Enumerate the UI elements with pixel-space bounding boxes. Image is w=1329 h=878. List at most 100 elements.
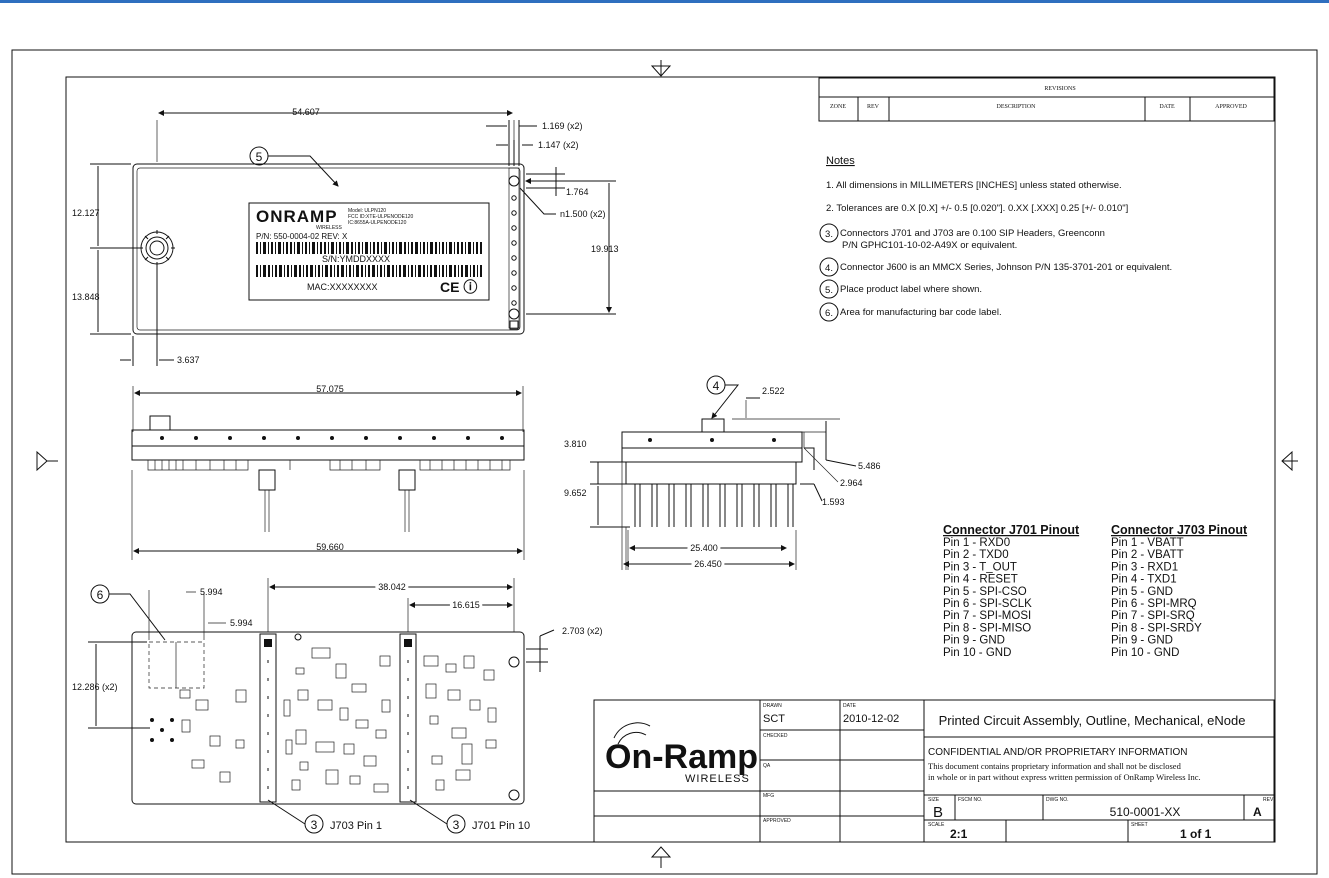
svg-text:DATE: DATE xyxy=(1159,104,1175,110)
svg-text:DWG NO.: DWG NO. xyxy=(1046,797,1069,803)
j701-pin-5: Pin 5 - SPI-CSO xyxy=(943,586,1027,598)
j701-pin-6: Pin 6 - SPI-SCLK xyxy=(943,598,1032,610)
top-view: ONRAMP WIRELESS Model: ULPN120 FCC ID:XT… xyxy=(72,107,619,366)
svg-text:On-Ramp: On-Ramp xyxy=(605,738,758,776)
svg-text:4.: 4. xyxy=(825,263,833,274)
top-center-mark xyxy=(650,60,672,77)
mmcx-side xyxy=(149,415,171,431)
j703-title: Connector J703 Pinout xyxy=(1111,523,1248,537)
j701-pin10-label: J701 Pin 10 xyxy=(472,820,530,832)
svg-text:12.127: 12.127 xyxy=(72,208,100,218)
svg-text:3: 3 xyxy=(311,818,318,832)
svg-text:2.964: 2.964 xyxy=(840,478,863,488)
svg-text:P/N GPHC101-10-02-A49X or equi: P/N GPHC101-10-02-A49X or equivalent. xyxy=(842,240,1017,251)
svg-text:DESCRIPTION: DESCRIPTION xyxy=(996,104,1036,110)
svg-text:2.522: 2.522 xyxy=(762,386,785,396)
svg-text:REV: REV xyxy=(867,104,880,110)
j701-pin-7: Pin 7 - SPI-MOSI xyxy=(943,610,1031,622)
svg-text:CONFIDENTIAL AND/OR PROPRIETAR: CONFIDENTIAL AND/OR PROPRIETARY INFORMAT… xyxy=(928,747,1187,758)
svg-text:n1.500 (x2): n1.500 (x2) xyxy=(560,209,606,219)
j703-pin-1: Pin 1 - VBATT xyxy=(1111,537,1184,549)
drawing-title: Printed Circuit Assembly, Outline, Mecha… xyxy=(939,713,1246,728)
label-sn: S/N:YMDDXXXX xyxy=(322,254,390,264)
svg-text:CHECKED: CHECKED xyxy=(763,733,788,739)
svg-text:Place product label where sho: Place product label where shown. xyxy=(840,284,982,295)
svg-text:1 of 1: 1 of 1 xyxy=(1180,827,1212,841)
header-column-top xyxy=(508,167,520,330)
svg-text:4: 4 xyxy=(713,379,720,393)
svg-text:in whole or in part without ex: in whole or in part without express writ… xyxy=(928,772,1201,782)
svg-text:1. All dimensions in MILLIMET: 1. All dimensions in MILLIMETERS [INCHES… xyxy=(826,180,1122,191)
j701-pin-3: Pin 3 - T_OUT xyxy=(943,561,1017,573)
j701-pin-10: Pin 10 - GND xyxy=(943,647,1011,659)
j703-pin-8: Pin 8 - SPI-SRDY xyxy=(1111,622,1202,634)
svg-text:3.: 3. xyxy=(825,229,833,240)
j703-pin-6: Pin 6 - SPI-MRQ xyxy=(1111,598,1197,610)
svg-text:DRAWN: DRAWN xyxy=(763,703,782,709)
svg-text:SHEET: SHEET xyxy=(1131,822,1148,828)
svg-text:Connectors J701 and J703 are 0: Connectors J701 and J703 are 0.100 SIP H… xyxy=(840,228,1105,239)
svg-text:Notes: Notes xyxy=(826,155,855,167)
left-center-mark xyxy=(36,450,58,472)
bottom-center-mark xyxy=(650,846,672,868)
svg-text:B: B xyxy=(933,804,943,821)
svg-text:3.637: 3.637 xyxy=(177,355,200,365)
barcode-1 xyxy=(256,242,482,254)
title-block: On-Ramp WIRELESS DRAWN SCT DATE 2010-12-… xyxy=(593,699,1275,843)
j701-pin-4: Pin 4 - RESET xyxy=(943,574,1018,586)
svg-text:5: 5 xyxy=(256,150,263,164)
svg-text:ZONE: ZONE xyxy=(830,104,846,110)
svg-text:5.: 5. xyxy=(825,285,833,296)
label-brand: ONRAMP xyxy=(256,207,338,226)
label-mac: MAC:XXXXXXXX xyxy=(307,282,378,292)
svg-text:9.652: 9.652 xyxy=(564,488,587,498)
j703-pin-5: Pin 5 - GND xyxy=(1111,586,1173,598)
drawn-value: SCT xyxy=(763,713,785,725)
svg-text:1.593: 1.593 xyxy=(822,497,845,507)
svg-text:APPROVED: APPROVED xyxy=(763,818,791,824)
j701-pin-9: Pin 9 - GND xyxy=(943,635,1005,647)
j701-pin-2: Pin 2 - TXD0 xyxy=(943,549,1009,561)
svg-text:3: 3 xyxy=(453,818,460,832)
svg-text:SCALE: SCALE xyxy=(928,822,945,828)
svg-text:DATE: DATE xyxy=(843,703,857,709)
j701-pin-1: Pin 1 - RXD0 xyxy=(943,537,1010,549)
j701-pin-8: Pin 8 - SPI-MISO xyxy=(943,622,1031,634)
right-center-mark xyxy=(1281,450,1298,472)
svg-text:IC:8655A-ULPENODE120: IC:8655A-ULPENODE120 xyxy=(348,220,407,226)
svg-text:2.703 (x2): 2.703 (x2) xyxy=(562,626,603,636)
svg-text:REVISIONS: REVISIONS xyxy=(1044,86,1075,92)
svg-text:Model: ULPN120: Model: ULPN120 xyxy=(348,208,386,214)
svg-text:1.169 (x2): 1.169 (x2) xyxy=(542,121,583,131)
svg-text:FSCM NO.: FSCM NO. xyxy=(958,797,982,803)
svg-text:SIZE: SIZE xyxy=(928,797,940,803)
j703-pin-10: Pin 10 - GND xyxy=(1111,647,1179,659)
svg-text:38.042: 38.042 xyxy=(378,582,406,592)
svg-text:25.400: 25.400 xyxy=(690,543,718,553)
svg-text:REV: REV xyxy=(1263,797,1274,803)
side-view: 57.075 59.660 xyxy=(131,384,525,560)
outer-frame xyxy=(11,49,1318,875)
svg-text:5.994: 5.994 xyxy=(200,587,223,597)
barcode-2 xyxy=(256,265,482,277)
product-label xyxy=(248,202,490,301)
j701-title: Connector J701 Pinout xyxy=(943,523,1080,537)
svg-text:Area for manufacturing bar co: Area for manufacturing bar code label. xyxy=(840,307,1002,318)
revisions-block: REVISIONS ZONE REV DESCRIPTION DATE APPR… xyxy=(818,77,1275,122)
svg-text:2:1: 2:1 xyxy=(950,827,968,841)
top-accent-line xyxy=(0,0,1329,3)
svg-text:1.147 (x2): 1.147 (x2) xyxy=(538,140,579,150)
j703-pin-4: Pin 4 - TXD1 xyxy=(1111,574,1177,586)
svg-text:13.848: 13.848 xyxy=(72,292,100,302)
dwg-no-value: 510-0001-XX xyxy=(1110,805,1181,819)
svg-text:MFG: MFG xyxy=(763,793,774,799)
svg-text:APPROVED: APPROVED xyxy=(1215,104,1247,110)
label-wireless: WIRELESS xyxy=(316,225,343,231)
svg-text:16.615: 16.615 xyxy=(452,600,480,610)
rev-value: A xyxy=(1253,805,1262,819)
svg-text:5.486: 5.486 xyxy=(858,461,881,471)
svg-text:1.764: 1.764 xyxy=(566,187,589,197)
j703-pin-3: Pin 3 - RXD1 xyxy=(1111,561,1178,573)
